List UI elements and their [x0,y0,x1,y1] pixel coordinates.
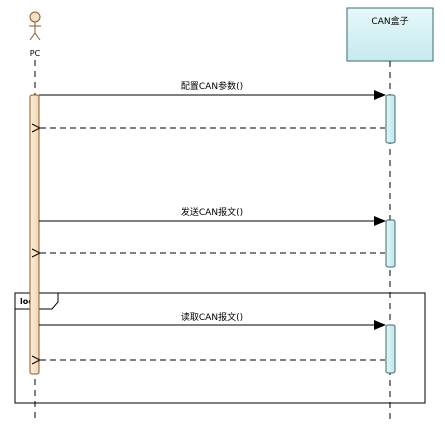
loop-fragment-frame [14,292,426,404]
loop-fragment: loop [14,292,426,404]
pc-actor-label: PC [30,49,41,58]
message-label: 读取CAN报文() [181,311,243,323]
actor-icon [29,11,41,41]
message-configure-can: 配置CAN参数() [39,80,386,128]
pc-activation-bar [29,94,40,375]
can-box-label: CAN盒子 [371,15,408,27]
message-label: 配置CAN参数() [181,80,243,92]
can-box-header [346,7,434,62]
message-label: 发送CAN报文() [181,206,243,218]
can-activation-bar [385,219,396,268]
can-box-participant: CAN盒子 [346,7,434,62]
message-read-can-frame: 读取CAN报文() [39,311,386,360]
can-activation-bar [385,94,396,144]
pc-actor: PC [29,11,41,58]
message-send-can-frame: 发送CAN报文() [39,206,386,253]
can-activation-bar [385,324,396,374]
